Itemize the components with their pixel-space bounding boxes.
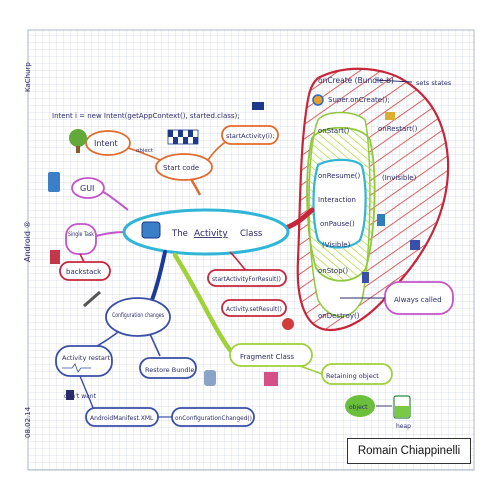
chair-icon xyxy=(410,240,420,250)
retaining-node xyxy=(321,363,393,385)
heap-text: heap xyxy=(396,423,411,430)
onstart-text: onStart() xyxy=(318,127,350,135)
onstop-text: onStop() xyxy=(318,267,348,275)
single-task-node xyxy=(65,223,97,255)
dont-want-text: don't want xyxy=(64,393,97,400)
onrestart-text: onRestart() xyxy=(378,125,418,133)
checkered-pattern xyxy=(168,130,198,144)
invisible-text: (Invisible) xyxy=(382,174,417,182)
tablet-icon xyxy=(377,214,385,226)
branch-retaining xyxy=(299,365,323,375)
intent-code-text: Intent i = new Intent(getAppContext(), s… xyxy=(52,112,240,120)
interaction-text: Interaction xyxy=(318,196,356,204)
branch-lifecycle xyxy=(283,207,315,231)
center-suffix: Class xyxy=(240,229,263,239)
for-result-node xyxy=(207,269,287,287)
manifest-text: AndroidManifest.XML xyxy=(90,415,154,422)
wrench-icon xyxy=(83,290,101,308)
startactivity-text: startActivity(i); xyxy=(226,132,275,140)
onpause-text: onPause() xyxy=(320,220,355,228)
oncreate-text: onCreate (Bundle b) xyxy=(318,76,394,85)
start-code-node xyxy=(155,153,213,181)
startactivity-node xyxy=(221,125,279,145)
fragment-node xyxy=(229,343,313,367)
database-icon xyxy=(204,370,216,386)
set-result-text: Activity.setResult() xyxy=(226,306,282,313)
on-config-text: onConfigurationChanged() xyxy=(175,416,252,422)
on-config-node xyxy=(171,407,255,427)
branch-fragment xyxy=(172,252,233,353)
activity-icon xyxy=(141,221,161,239)
credit-box: Romain Chiappinelli xyxy=(347,438,471,464)
small-flag-icon xyxy=(252,102,264,110)
credit-text: Romain Chiappinelli xyxy=(357,445,461,457)
tree-icon xyxy=(69,129,87,147)
config-text: Configuration changes xyxy=(112,311,164,319)
for-result-text: startActivityForResult() xyxy=(212,276,281,283)
ondestroy-text: onDestroy() xyxy=(318,312,360,320)
chrome-icon xyxy=(312,94,324,106)
tree-trunk xyxy=(76,146,80,153)
sets-states-arrow xyxy=(375,79,413,83)
branch-manifest xyxy=(79,375,95,411)
object-blob xyxy=(345,395,375,417)
gui-text: GUI xyxy=(80,184,94,193)
gui-node xyxy=(71,177,105,199)
always-called-text: Always called xyxy=(394,296,442,304)
set-result-node xyxy=(221,299,287,317)
restart-text: Activity restart xyxy=(62,354,110,362)
center-title: Activity xyxy=(194,229,228,239)
center-prefix: The xyxy=(171,229,188,239)
a-badge-icon xyxy=(282,318,294,330)
backstack-text: backstack xyxy=(66,268,102,276)
phone-icon xyxy=(362,272,369,283)
restart-node xyxy=(55,345,113,377)
lifecycle-cyan-blob xyxy=(312,158,367,249)
branch-config xyxy=(150,250,167,302)
config-node xyxy=(105,297,171,337)
onresume-text: onResume() xyxy=(318,172,361,180)
intent-node xyxy=(85,130,131,156)
phone-gui-icon xyxy=(48,172,60,192)
side-top-text: KaChurp xyxy=(24,62,32,92)
heartbeat-icon xyxy=(62,363,91,373)
center-node xyxy=(122,208,290,256)
sets-states-text: sets states xyxy=(416,79,452,87)
single-task-text: Single Task xyxy=(68,230,94,238)
super-oncreate-text: Super.onCreate(); xyxy=(328,96,390,104)
side-date-text: 08.02.14 xyxy=(24,406,32,438)
visible-text: (Visible) xyxy=(322,241,351,249)
side-android-text: Android ® xyxy=(23,221,32,262)
start-code-text: Start code xyxy=(163,164,199,172)
restore-text: Restore Bundle xyxy=(145,366,194,374)
card-icon xyxy=(385,112,395,120)
heap-fill xyxy=(395,406,409,417)
object-text: object xyxy=(349,404,368,411)
books-icon xyxy=(50,250,60,264)
retaining-text: Retaining object xyxy=(326,372,379,380)
branch-restore xyxy=(149,333,161,357)
backstack-node xyxy=(59,261,111,281)
restore-node xyxy=(139,357,197,379)
branch-backstack xyxy=(79,253,85,263)
small-book-icon xyxy=(66,390,74,400)
puzzle-icon xyxy=(264,372,278,386)
fragment-text: Fragment Class xyxy=(240,353,294,361)
intent-text: Intent xyxy=(94,139,118,148)
intent-object-text: object xyxy=(136,148,154,154)
